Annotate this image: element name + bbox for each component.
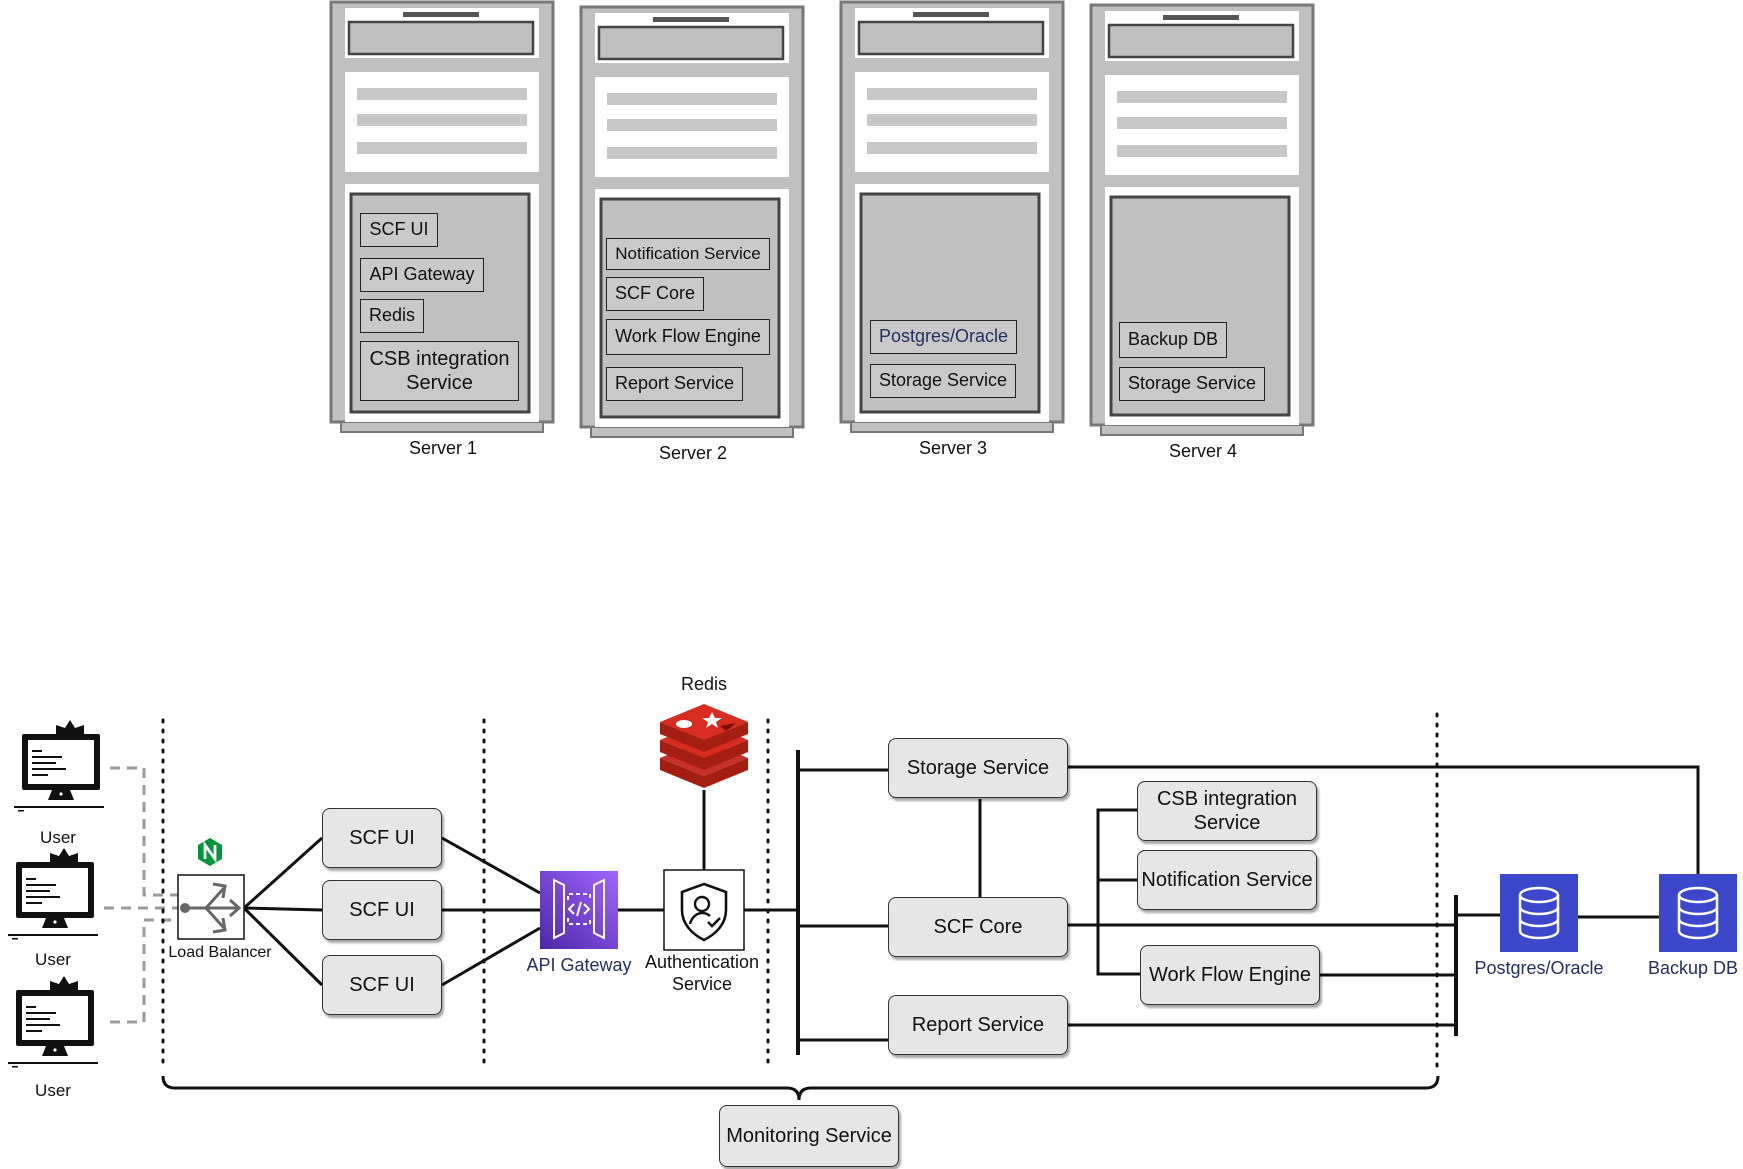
server-1-service: API Gateway [360,258,484,292]
server-2-title: Server 2 [658,443,728,463]
backup-db-icon [1657,872,1739,954]
server-1-title: Server 1 [408,438,478,458]
authentication-shield-icon [663,869,745,951]
server-1-service: SCF UI [360,213,438,247]
server-4-title: Server 4 [1168,441,1238,461]
user-label: User [35,950,71,969]
scf-ui-node: SCF UI [322,955,442,1015]
server-1-service: CSB integration Service [360,341,519,401]
server-2-service: Work Flow Engine [606,319,770,355]
load-balancer-icon [177,874,245,940]
postgres-oracle-label: Postgres/Oracle [1474,958,1604,978]
user-label: User [35,1081,71,1100]
user-connectors [104,766,178,1024]
scf-core-node: SCF Core [888,897,1068,957]
scf-ui-node: SCF UI [322,808,442,868]
storage-service-node: Storage Service [888,738,1068,798]
api-gateway-label: API Gateway [526,955,632,975]
api-gateway-icon [540,871,618,949]
load-balancer-label: Load Balancer [168,944,272,961]
server-2-service: Notification Service [606,238,770,270]
monitoring-service-node: Monitoring Service [719,1105,899,1167]
notification-service-node: Notification Service [1137,850,1317,910]
work-flow-engine-node: Work Flow Engine [1140,945,1320,1005]
user-1-monitor-icon [14,720,104,812]
authentication-service-label: Authentication Service [644,952,760,994]
connector-lines [161,750,1700,1101]
tier-separators [161,712,1439,1072]
user-3-monitor-icon [8,976,98,1068]
scf-ui-node: SCF UI [322,880,442,940]
server-3-service: Storage Service [870,364,1016,398]
report-service-node: Report Service [888,995,1068,1055]
user-2-monitor-icon [8,848,98,940]
server-1-service: Redis [360,299,424,333]
server-3-service: Postgres/Oracle [870,320,1017,354]
server-2-service: SCF Core [606,277,704,311]
server-4-service: Storage Service [1119,367,1265,401]
backup-db-label: Backup DB [1647,958,1739,978]
server-4-service: Backup DB [1119,322,1227,358]
server-2-service: Report Service [606,367,743,401]
redis-icon [660,704,748,788]
csb-integration-service-node: CSB integration Service [1137,781,1317,841]
server-3-title: Server 3 [918,438,988,458]
postgres-oracle-db-icon [1498,872,1580,954]
nginx-icon [198,838,222,866]
redis-label: Redis [680,674,728,694]
user-label: User [40,828,76,847]
